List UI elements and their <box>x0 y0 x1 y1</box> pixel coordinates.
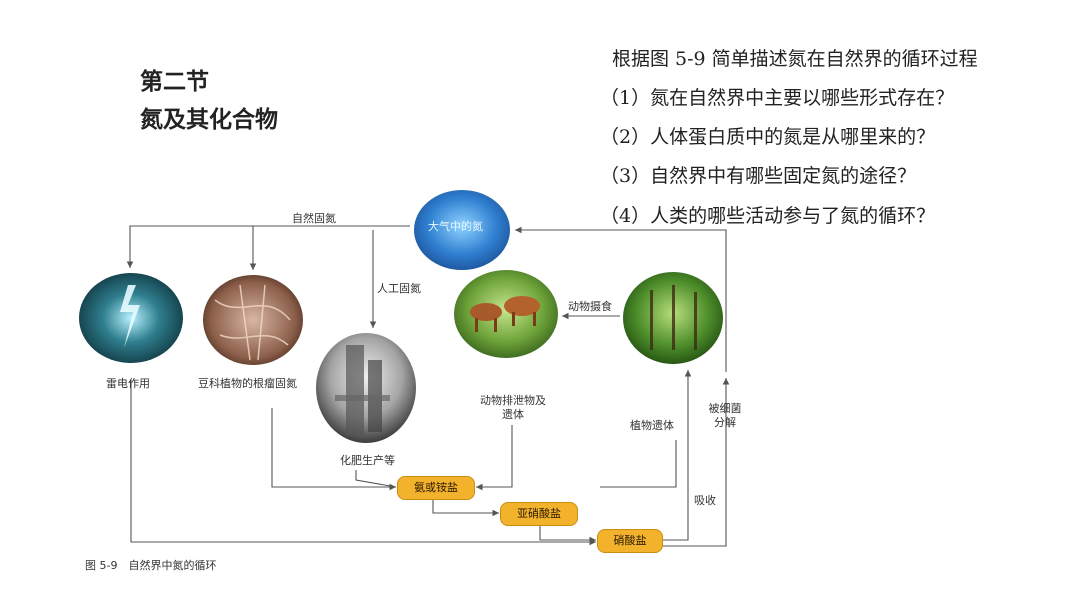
plant-remains-label: 植物遗体 <box>630 419 674 432</box>
topic-title: 氮及其化合物 <box>140 107 278 133</box>
forest-image <box>623 272 723 364</box>
question-intro: 根据图 5-9 简单描述氮在自然界的循环过程 <box>612 48 978 70</box>
section-title: 第二节 <box>140 69 209 95</box>
question-3: （3）自然界中有哪些固定氮的途径？ <box>600 165 917 187</box>
cattle-image <box>454 270 558 358</box>
question-4: （4）人类的哪些活动参与了氮的循环？ <box>600 205 936 227</box>
absorb-label: 吸收 <box>694 494 716 507</box>
bacteria-decompose-label: 被细菌分解 <box>708 402 742 429</box>
fertilizer-label: 化肥生产等 <box>340 454 395 467</box>
nitrite-pill: 亚硝酸盐 <box>500 502 578 526</box>
question-1: （1）氮在自然界中主要以哪些形式存在？ <box>600 87 955 109</box>
atmosphere-image <box>414 190 510 270</box>
artificial-fixation-label: 人工固氮 <box>377 282 421 295</box>
animal-waste-label: 动物排泄物及遗体 <box>480 394 546 421</box>
atmosphere-label: 大气中的氮 <box>428 220 483 233</box>
natural-fixation-label: 自然固氮 <box>292 212 336 225</box>
legume-label: 豆科植物的根瘤固氮 <box>198 377 297 390</box>
nitrate-pill: 硝酸盐 <box>597 529 663 553</box>
question-2: （2）人体蛋白质中的氮是从哪里来的？ <box>600 126 936 148</box>
ammonia-pill: 氨或铵盐 <box>397 476 475 500</box>
lightning-label: 雷电作用 <box>106 377 150 390</box>
root-nodule-image <box>203 275 303 365</box>
figure-caption: 图 5-9 自然界中氮的循环 <box>85 559 217 572</box>
lightning-image <box>79 273 183 363</box>
animal-feeding-label: 动物摄食 <box>568 300 612 313</box>
factory-image <box>316 333 416 443</box>
